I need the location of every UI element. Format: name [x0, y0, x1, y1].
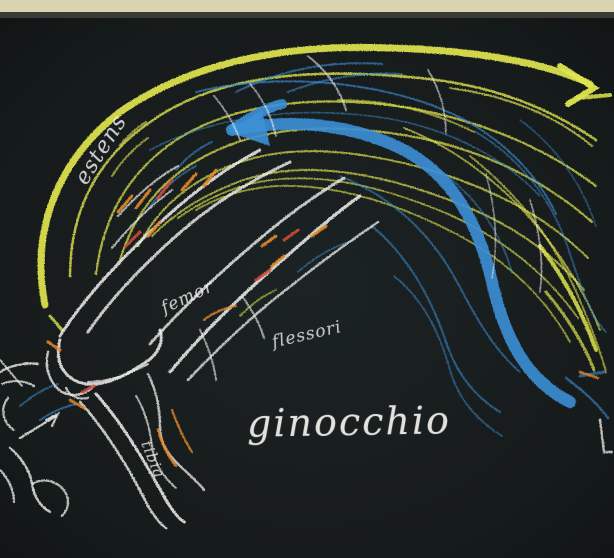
ginocchio-label: ginocchio [247, 398, 452, 446]
board-smudge [0, 18, 614, 558]
